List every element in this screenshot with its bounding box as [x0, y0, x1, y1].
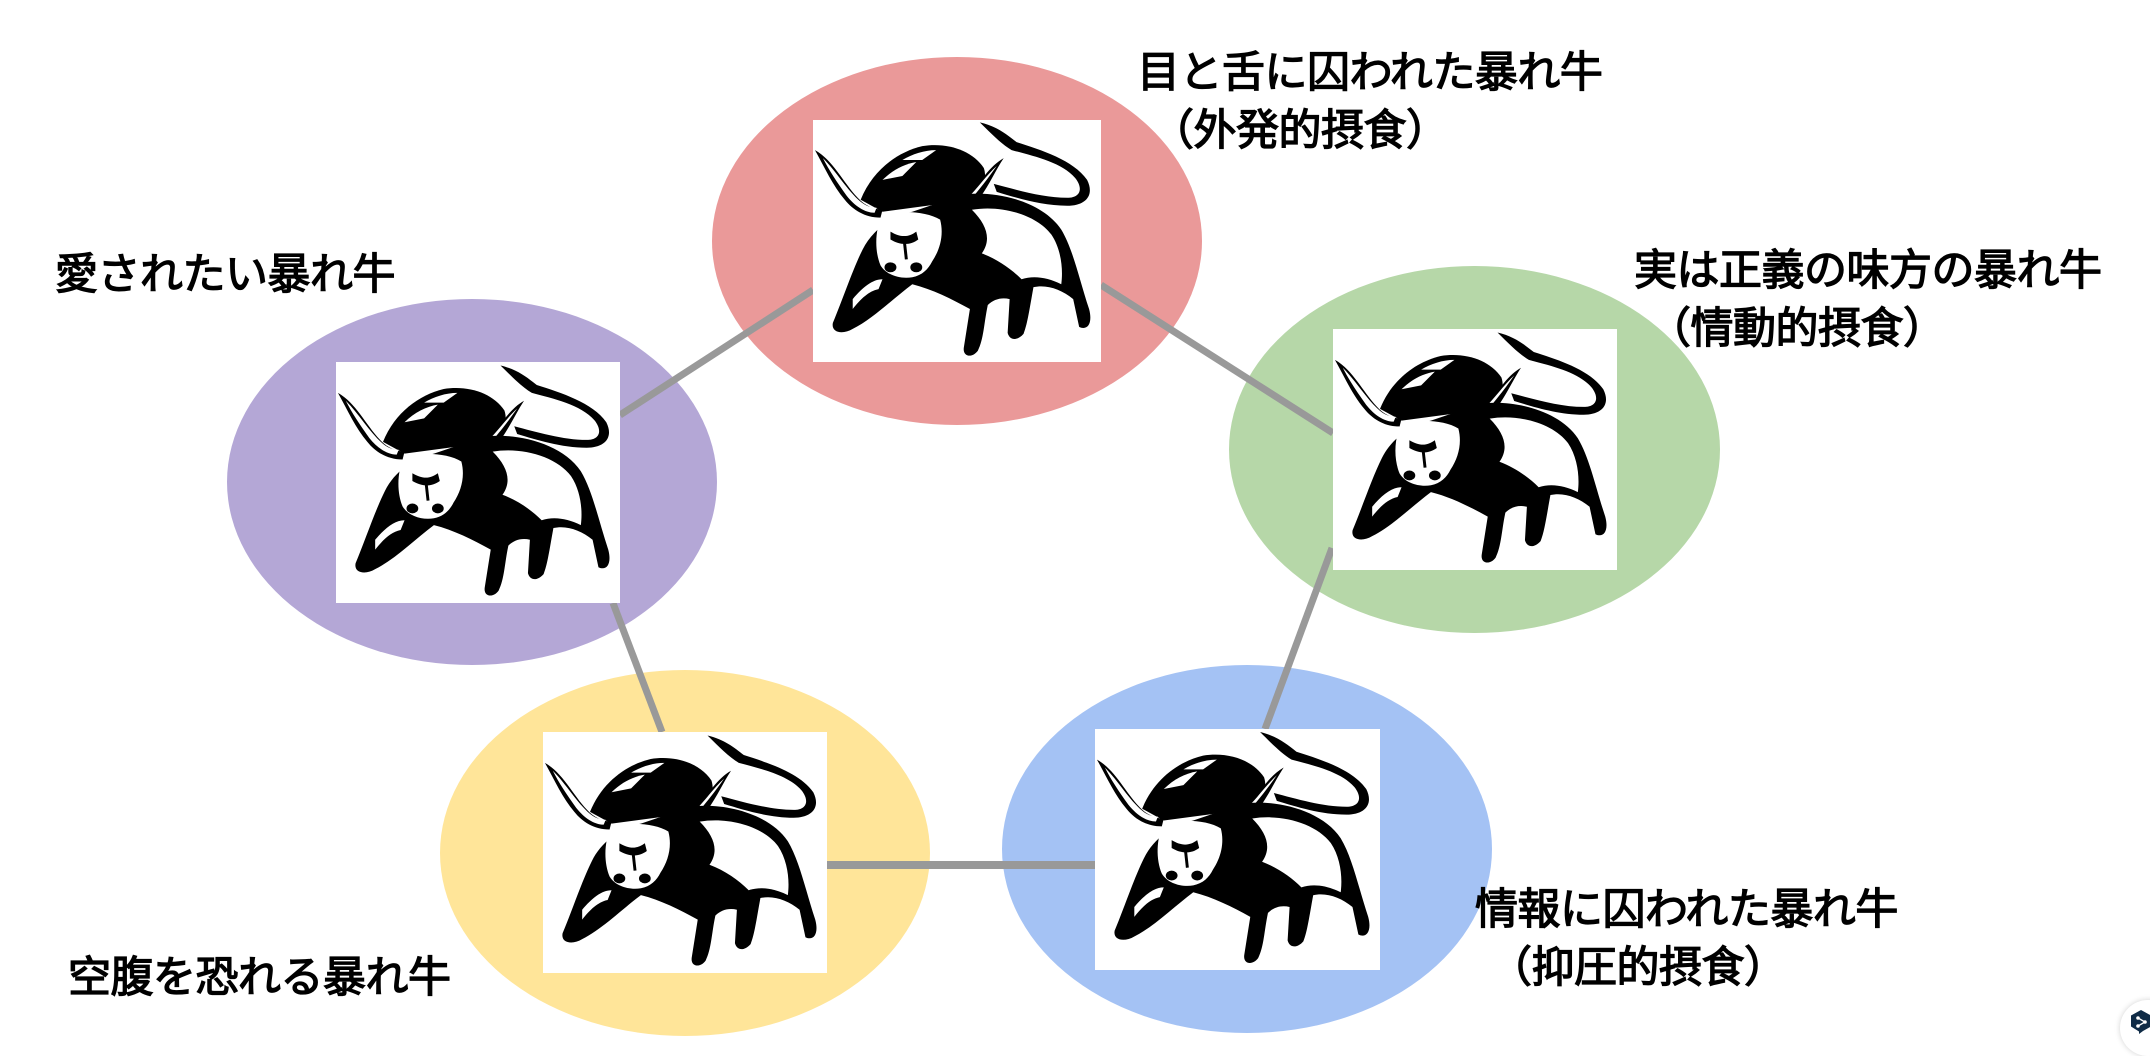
- bull-icon: [813, 120, 1101, 362]
- node-bottom-right-title: 情報に囚われた暴れ牛: [1475, 885, 1898, 935]
- node-left-title: 愛されたい暴れ牛: [55, 250, 396, 300]
- node-bottom-left-image: [543, 732, 827, 973]
- node-top-label: 目と舌に囚われた暴れ牛 （外発的摂食）: [1137, 44, 1603, 160]
- node-left-image: [336, 362, 620, 603]
- node-top-subtitle: （外発的摂食）: [1151, 106, 1449, 156]
- node-right-title: 実は正義の味方の暴れ牛: [1634, 246, 2102, 296]
- floating-share-button[interactable]: [2120, 1000, 2150, 1056]
- node-top-title: 目と舌に囚われた暴れ牛: [1137, 48, 1603, 98]
- node-bottom-right-subtitle: （抑圧的摂食）: [1489, 943, 1787, 993]
- node-bottom-right-image: [1095, 729, 1380, 970]
- node-right-image: [1333, 329, 1617, 570]
- node-left-label: 愛されたい暴れ牛: [55, 246, 396, 304]
- node-bottom-right-label: 情報に囚われた暴れ牛 （抑圧的摂食）: [1475, 881, 1898, 997]
- bull-icon: [1095, 729, 1380, 970]
- share-hex-icon: [2131, 1010, 2150, 1034]
- bull-icon: [543, 732, 827, 973]
- node-right-label: 実は正義の味方の暴れ牛 （情動的摂食）: [1634, 242, 2102, 358]
- node-bottom-left-title: 空腹を恐れる暴れ牛: [68, 953, 451, 1003]
- bull-icon: [336, 362, 620, 603]
- node-bottom-left-label: 空腹を恐れる暴れ牛: [68, 949, 451, 1007]
- bull-icon: [1333, 329, 1617, 570]
- node-right-subtitle: （情動的摂食）: [1648, 304, 1946, 354]
- node-top-image: [813, 120, 1101, 362]
